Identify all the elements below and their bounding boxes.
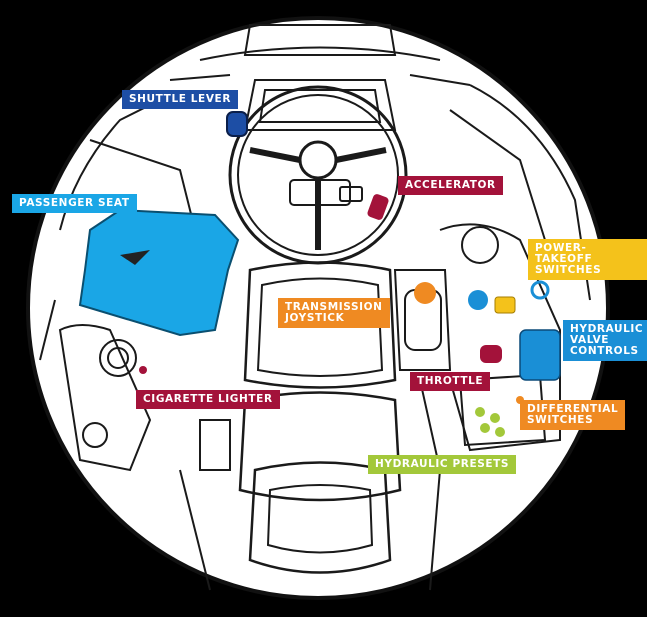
preset-2 (490, 413, 500, 423)
floor-line-left (179, 469, 211, 591)
differential-switches-label: DIFFERENTIAL SWITCHES (520, 400, 626, 430)
throttle-lever-part (480, 345, 502, 363)
seat-buckle (120, 250, 150, 265)
cigarette-lighter-label: CIGARETTE LIGHTER (136, 390, 280, 409)
colored-parts (78, 111, 561, 437)
lighter-socket-inner (107, 347, 129, 369)
accelerator-part (367, 194, 389, 220)
steering-spokes (249, 147, 387, 250)
shuttle-lever-part (226, 111, 248, 137)
frame-shape-left (0, 0, 120, 200)
roof-line (199, 46, 441, 61)
roof-struts (169, 74, 471, 86)
right-pillar (469, 84, 591, 301)
line-art (39, 24, 591, 591)
left-pillar (59, 94, 171, 231)
preset-4 (495, 427, 505, 437)
accelerator-label: ACCELERATOR (398, 176, 503, 195)
right-window-frame (449, 109, 546, 241)
pto-switch (494, 296, 516, 314)
valve-ring (530, 280, 550, 300)
valve-knob (468, 290, 488, 310)
joystick-knob (414, 282, 436, 304)
seat-back (243, 261, 397, 389)
throttle-label: THROTTLE (410, 372, 491, 391)
left-door-edge (39, 299, 56, 361)
power-takeoff-switches-label: POWER-TAKEOFF SWITCHES (528, 239, 647, 280)
lighter-dot (139, 366, 147, 374)
seat-back-inner (256, 277, 384, 377)
left-floor-panel (58, 324, 152, 472)
shuttle-lever-label: SHUTTLE LEVER (122, 90, 239, 109)
transmission-joystick-label: TRANSMISSION JOYSTICK (278, 298, 390, 328)
knob-left (82, 422, 108, 448)
hydraulic-valve-controls-label: HYDRAULIC VALVE CONTROLS (563, 320, 647, 361)
preset-panel (458, 373, 547, 447)
joystick-console (393, 269, 452, 371)
preset-3 (480, 423, 490, 433)
valve-levers (519, 329, 561, 381)
passenger-seat-part (78, 208, 240, 337)
hydraulic-presets-label: HYDRAULIC PRESETS (368, 455, 517, 474)
seat-base-inner (266, 484, 374, 554)
passenger-seat-label: PASSENGER SEAT (12, 194, 137, 213)
preset-1 (475, 407, 485, 417)
seat-base (248, 461, 392, 574)
lighter-socket-outer (99, 339, 137, 377)
seat-cushion (238, 391, 402, 502)
steering-column (289, 179, 351, 206)
pedal-left (199, 419, 231, 471)
right-dial (461, 226, 499, 264)
column-switch (339, 186, 363, 202)
roof-hatch (243, 24, 397, 56)
steering-wheel-inner (237, 94, 399, 256)
